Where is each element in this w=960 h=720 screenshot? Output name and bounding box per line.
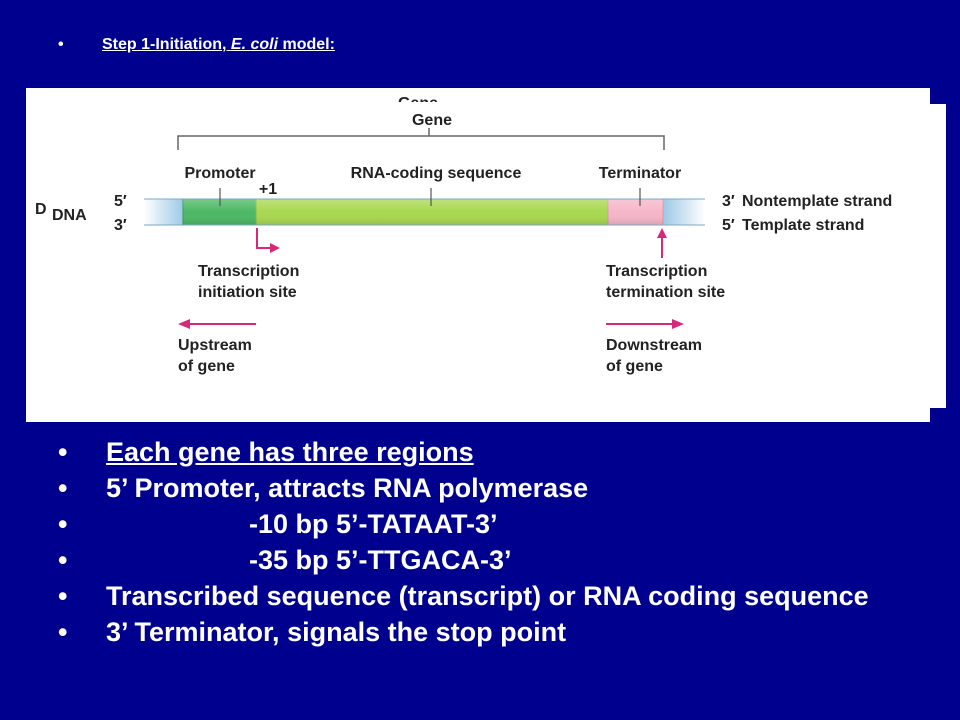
bullet-item: • 5’ Promoter, attracts RNA polymerase <box>58 474 938 503</box>
bullet-text: Each gene has three regions <box>106 437 474 467</box>
bullet-marker: • <box>58 437 68 467</box>
promoter-label: Promoter <box>184 165 255 182</box>
gene-label: Gene <box>412 112 452 129</box>
ghost-mask <box>366 102 476 112</box>
nontemplate-label: Nontemplate strand <box>742 193 892 210</box>
upstream-label-line1: Upstream <box>178 337 252 354</box>
bullet-marker: • <box>58 473 68 503</box>
bullet-text: 3’ Terminator, signals the stop point <box>106 617 567 647</box>
right-five-prime: 5′ <box>722 217 735 234</box>
bullet-marker: • <box>58 509 68 539</box>
bullet-text: -35 bp 5’-TTGACA-3’ <box>249 545 512 575</box>
downstream-label-line1: Downstream <box>606 337 702 354</box>
termination-label-line2: termination site <box>606 284 725 301</box>
right-three-prime: 3′ <box>722 193 735 210</box>
gene-bracket <box>177 135 665 150</box>
heading-species: E. coli <box>230 36 279 53</box>
bullet-item: • -10 bp 5’-TATAAT-3’ <box>58 510 938 539</box>
initiation-arrowhead <box>270 243 280 253</box>
bullet-item: • 3’ Terminator, signals the stop point <box>58 618 938 647</box>
coding-label: RNA-coding sequence <box>351 165 522 182</box>
bullet-text: Transcribed sequence (transcript) or RNA… <box>106 581 869 611</box>
bullet-marker: • <box>58 545 68 575</box>
bullet-item: • -35 bp 5’-TTGACA-3’ <box>58 546 938 575</box>
gene-diagram: Gene Gene Promoter RNA-coding sequence T… <box>26 88 930 422</box>
bullet-marker: • <box>58 581 68 611</box>
plus-one-label: +1 <box>259 181 277 198</box>
upstream-arrowhead <box>178 319 190 329</box>
right-flank <box>663 199 705 225</box>
bullet-text: 5’ Promoter, attracts RNA polymerase <box>106 473 589 503</box>
upstream-label-line2: of gene <box>178 358 235 375</box>
gene-diagram-svg: Gene Gene Promoter RNA-coding sequence T… <box>35 95 892 375</box>
terminator-label: Terminator <box>599 165 681 182</box>
bullet-item: • Transcribed sequence (transcript) or RN… <box>58 582 938 611</box>
bullet-list: • Each gene has three regions • 5’ Promote… <box>58 438 938 654</box>
cut-letter: D <box>35 201 47 218</box>
initiation-label-line2: initiation site <box>198 284 297 301</box>
downstream-arrowhead <box>672 319 684 329</box>
heading-bullet: • <box>58 36 64 53</box>
dna-label: DNA <box>52 207 87 224</box>
left-three-prime: 3′ <box>114 217 127 234</box>
bullet-marker: • <box>58 617 68 647</box>
template-label: Template strand <box>742 217 864 234</box>
left-five-prime: 5′ <box>114 193 127 210</box>
termination-label-line1: Transcription <box>606 263 707 280</box>
bullet-item: • Each gene has three regions <box>58 438 938 467</box>
downstream-label-line2: of gene <box>606 358 663 375</box>
bar-shading <box>183 199 663 225</box>
slide-heading: • Step 1-Initiation, E. coli model: <box>58 36 335 54</box>
left-flank <box>144 199 184 225</box>
bullet-text: -10 bp 5’-TATAAT-3’ <box>249 509 498 539</box>
termination-arrowhead <box>657 228 667 238</box>
initiation-arrow <box>256 228 272 249</box>
initiation-label-line1: Transcription <box>198 263 299 280</box>
heading-text: Step 1-Initiation, E. coli model: <box>102 36 335 53</box>
